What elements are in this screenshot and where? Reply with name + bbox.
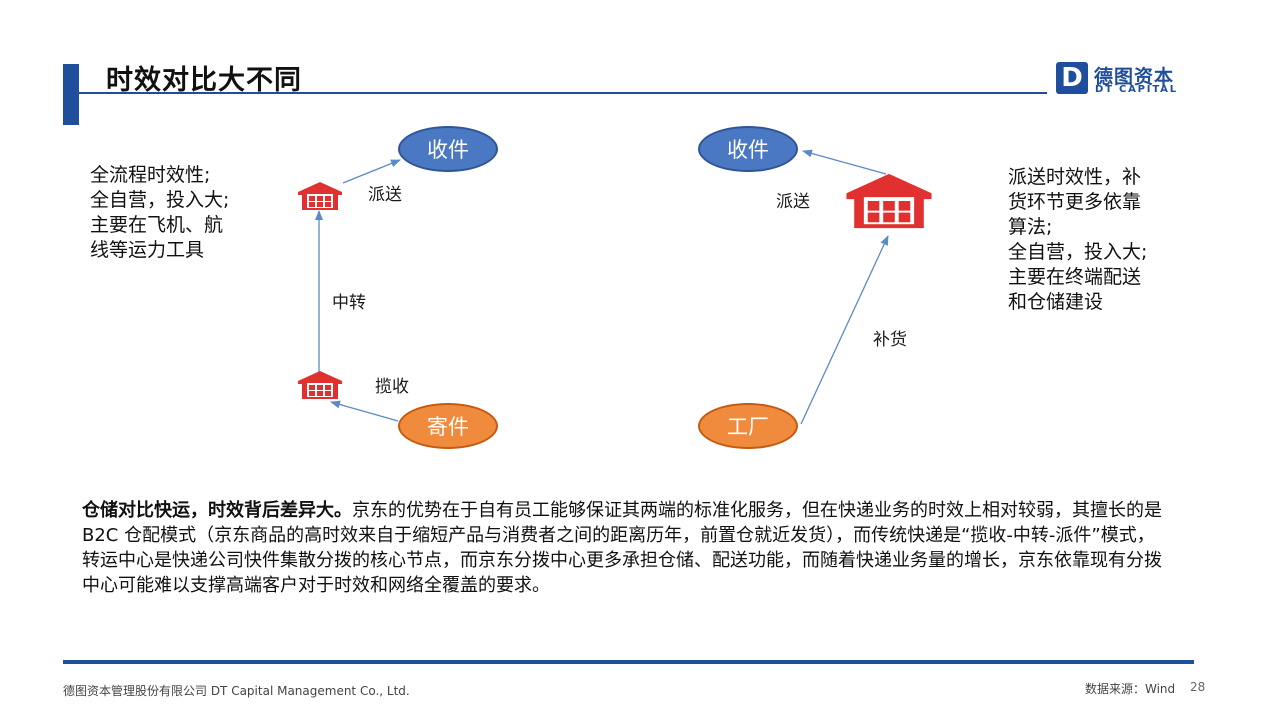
dt-logo-icon: D (1056, 62, 1088, 94)
label-collect: 揽收 (375, 377, 409, 397)
title-accent-bar (63, 64, 79, 125)
receive-node-left: 收件 (398, 126, 498, 172)
right-description-line: 货环节更多依靠 (1008, 191, 1142, 213)
page-title: 时效对比大不同 (106, 65, 302, 96)
label-deliver-right: 派送 (776, 192, 810, 212)
body-lead: 仓储对比快运，时效背后差异大。 (82, 500, 352, 521)
right-description-line: 全自营，投入大; (1008, 241, 1148, 263)
left-description-line: 主要在飞机、航 (90, 214, 224, 236)
page-number: 28 (1190, 680, 1206, 694)
arrow-deliver-right (802, 149, 887, 175)
arrow-restock (800, 235, 889, 425)
label-deliver-left: 派送 (368, 185, 402, 205)
left-description: 全流程时效性; 全自营，投入大; 主要在飞机、航 线等运力工具 (90, 163, 260, 263)
title-underline (79, 92, 1047, 94)
right-description-line: 派送时效性，补 (1008, 166, 1142, 188)
label-transfer: 中转 (332, 293, 366, 313)
receive-node-right: 收件 (698, 126, 798, 172)
left-description-line: 全自营，投入大; (90, 189, 230, 211)
body-paragraph: 仓储对比快运，时效背后差异大。京东的优势在于自有员工能够保证其两端的标准化服务，… (82, 498, 1162, 598)
footer-rule (63, 660, 1194, 664)
left-description-line: 线等运力工具 (90, 239, 205, 261)
arrow-collect (330, 400, 399, 422)
right-description: 派送时效性，补 货环节更多依靠 算法; 全自营，投入大; 主要在终端配送 和仓储… (1008, 165, 1188, 315)
footer-source: 数据来源：Wind (1085, 682, 1176, 696)
arrow-deliver-left (342, 159, 401, 184)
right-description-line: 主要在终端配送 (1008, 266, 1142, 288)
footer-company: 德图资本管理股份有限公司 DT Capital Management Co., … (63, 684, 410, 698)
logo-name-cn: 德图资本 (1094, 66, 1175, 88)
logo-name-en: DT CAPITAL (1095, 84, 1178, 95)
right-description-line: 和仓储建设 (1008, 291, 1104, 313)
right-description-line: 算法; (1008, 216, 1053, 238)
send-node: 寄件 (398, 403, 498, 449)
factory-node: 工厂 (698, 403, 798, 449)
warehouse-icon (298, 371, 342, 399)
body-text: 京东的优势在于自有员工能够保证其两端的标准化服务，但在快递业务的时效上相对较弱，… (82, 500, 1162, 596)
left-description-line: 全流程时效性; (90, 164, 211, 186)
warehouse-icon (298, 182, 342, 210)
label-restock: 补货 (873, 330, 907, 350)
large-warehouse-icon (846, 173, 932, 229)
